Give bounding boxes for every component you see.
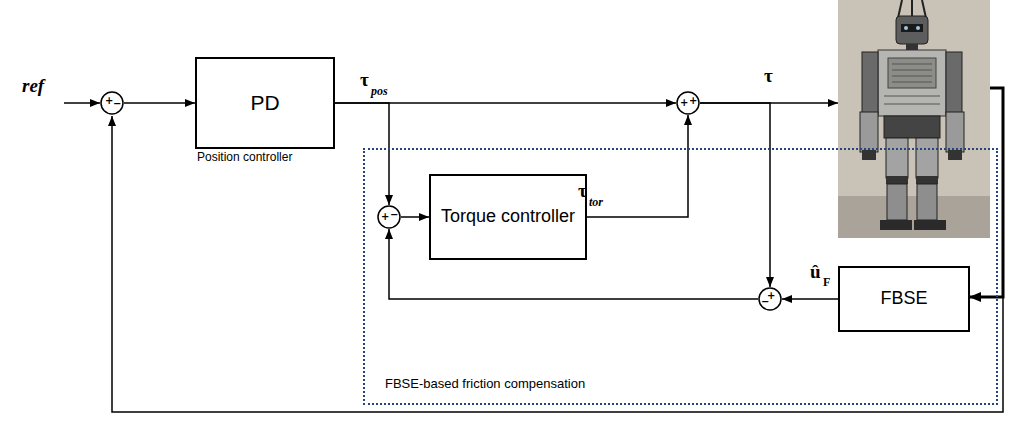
signal-connector [587, 115, 688, 217]
junction-circle [101, 92, 123, 114]
summing-junction: +− [377, 205, 401, 229]
cable [898, 0, 926, 18]
panel-detail [884, 64, 940, 104]
junction-circle [378, 206, 400, 228]
sign: − [390, 210, 398, 220]
robot-forearm [860, 112, 878, 152]
box-label: Torque controller [441, 206, 575, 228]
signal-connector [124, 102, 195, 104]
robot-neck [906, 44, 918, 50]
region-label: FBSE-based friction compensation [385, 376, 585, 391]
robot-hand [948, 150, 962, 160]
signal-name: û [810, 262, 821, 283]
dotted-region: FBSE-based friction compensation+−Torque… [363, 148, 998, 405]
sign: + [689, 96, 697, 106]
floor [838, 196, 990, 238]
box-label: PD [250, 90, 279, 115]
signal-subscript: F [823, 276, 830, 289]
summing-junction: +− [758, 287, 782, 311]
controller-box: PD [195, 57, 335, 149]
signal-name: ref [22, 76, 44, 97]
signal-name: τ [360, 70, 369, 91]
robot-shin [887, 184, 907, 220]
robot-forearm [946, 112, 964, 152]
robot-knee [916, 176, 938, 184]
sign: + [105, 96, 113, 106]
signal-connector [782, 298, 838, 300]
block-caption: Position controller [197, 151, 292, 164]
signal-name: τ [764, 66, 773, 87]
box-label: FBSE [880, 288, 927, 310]
sign: + [680, 98, 688, 108]
reference-wire [64, 102, 100, 104]
robot-hand [862, 150, 876, 160]
robot-arm [862, 52, 878, 114]
robot-arm [946, 52, 962, 114]
robot-chest-panel [888, 58, 936, 88]
summing-junction: ++ [676, 91, 700, 115]
junction-circle [677, 92, 699, 114]
robot-shin [917, 184, 937, 220]
photo-background [838, 0, 990, 238]
signal-connector [401, 216, 429, 218]
sign: − [761, 297, 769, 307]
robot-torso [878, 50, 946, 116]
robot-thigh [886, 138, 908, 178]
summing-junction: +− [100, 91, 124, 115]
estimator-box: FBSE [838, 266, 970, 332]
robot-hip [884, 116, 940, 138]
robot-foot [880, 220, 912, 230]
feedback-wire [112, 116, 1003, 412]
controller-box: Torque controller [429, 174, 587, 260]
robot-eye [916, 26, 920, 30]
robot-visor [901, 24, 923, 32]
junction-circle [759, 288, 781, 310]
robot-head [896, 16, 928, 44]
signal-name: τ [578, 181, 587, 202]
robot-eye [904, 26, 908, 30]
signal-connector [335, 103, 389, 205]
robot-knee [886, 176, 908, 184]
robot-thigh [916, 138, 938, 178]
signal-subscript: tor [589, 196, 603, 209]
signal-connector [700, 103, 770, 287]
robot-foot [914, 220, 946, 230]
sign: + [381, 212, 389, 222]
signal-subscript: pos [371, 85, 388, 98]
sign: − [113, 99, 121, 109]
